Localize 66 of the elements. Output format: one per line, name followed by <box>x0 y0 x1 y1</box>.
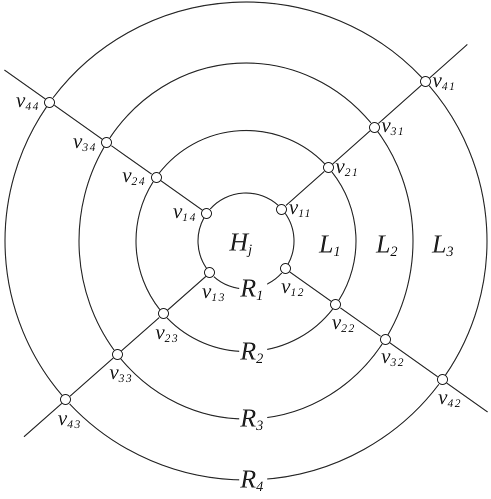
circle-arc <box>52 2 422 98</box>
line-segment <box>70 358 114 397</box>
vertex-label: v$_{24}$ <box>122 163 148 188</box>
vertex-label: v$_{21}$ <box>335 154 360 178</box>
circle-arc <box>210 192 278 210</box>
circle-arc <box>4 106 63 396</box>
region-label: H$_{j}$ <box>228 228 255 258</box>
circle-arc <box>428 85 488 376</box>
ray-line <box>446 382 488 413</box>
vertex-label: v$_{12}$ <box>281 274 306 298</box>
vertex-label: v$_{13}$ <box>202 278 227 303</box>
circle-arc <box>377 131 414 336</box>
vertex-circle <box>60 394 72 406</box>
vertex-label: v$_{32}$ <box>381 344 406 368</box>
vertex-circle <box>420 76 432 88</box>
circle-arc <box>284 213 295 264</box>
line-segment <box>167 276 206 311</box>
line-segment <box>332 130 371 165</box>
vertex-label: v$_{14}$ <box>172 199 198 224</box>
vertex-circle <box>112 348 123 360</box>
region-label: L$_{1}$ <box>318 230 344 260</box>
vertex-label: v$_{23}$ <box>155 320 180 344</box>
line-segment <box>286 171 325 206</box>
vertex-circle <box>101 137 112 148</box>
line-segment <box>340 307 381 337</box>
vertex-circle <box>44 96 56 108</box>
vertex-circle <box>201 208 212 219</box>
ray-line <box>24 402 62 438</box>
line-segment <box>121 317 160 352</box>
line-segment <box>378 84 422 124</box>
vertex-circle <box>276 204 288 215</box>
line-segment <box>111 145 152 175</box>
circle-arc <box>158 130 326 174</box>
line-segment <box>54 104 103 140</box>
vertex-label: v$_{33}$ <box>109 360 134 384</box>
vertex-circle <box>322 162 334 174</box>
region-label: L$_{3}$ <box>430 230 456 260</box>
circle-arc <box>120 344 383 420</box>
vertex-label: v$_{22}$ <box>332 310 357 334</box>
region-label: L$_{2}$ <box>374 230 400 260</box>
vertex-circle <box>436 374 448 386</box>
circle-arc <box>78 146 115 350</box>
ray-line <box>4 69 46 100</box>
line-segment <box>160 180 203 211</box>
line-segment <box>289 271 332 302</box>
vertex-label: v$_{11}$ <box>288 195 313 220</box>
line-segment <box>389 342 438 378</box>
circle-arc <box>69 384 440 480</box>
vertex-circle <box>158 308 169 320</box>
vertex-circle <box>150 172 162 183</box>
vertex-circle <box>380 334 391 345</box>
vertex-label: v$_{34}$ <box>73 128 98 152</box>
ray-line <box>429 44 468 78</box>
vertex-label: v$_{44}$ <box>16 88 41 112</box>
vertex-circle <box>204 267 216 278</box>
vertex-label: v$_{43}$ <box>58 406 83 430</box>
vertex-label: v$_{31}$ <box>381 113 406 138</box>
circle-arc <box>331 172 356 300</box>
vertex-label: v$_{41}$ <box>432 68 458 92</box>
vertex-circle <box>330 299 342 310</box>
vertex-circle <box>280 263 291 274</box>
circle-arc <box>197 218 208 269</box>
vertex-circle <box>368 122 380 133</box>
circle-arc <box>136 182 160 310</box>
circle-arc <box>109 62 372 138</box>
vertex-label: v$_{42}$ <box>438 384 463 409</box>
